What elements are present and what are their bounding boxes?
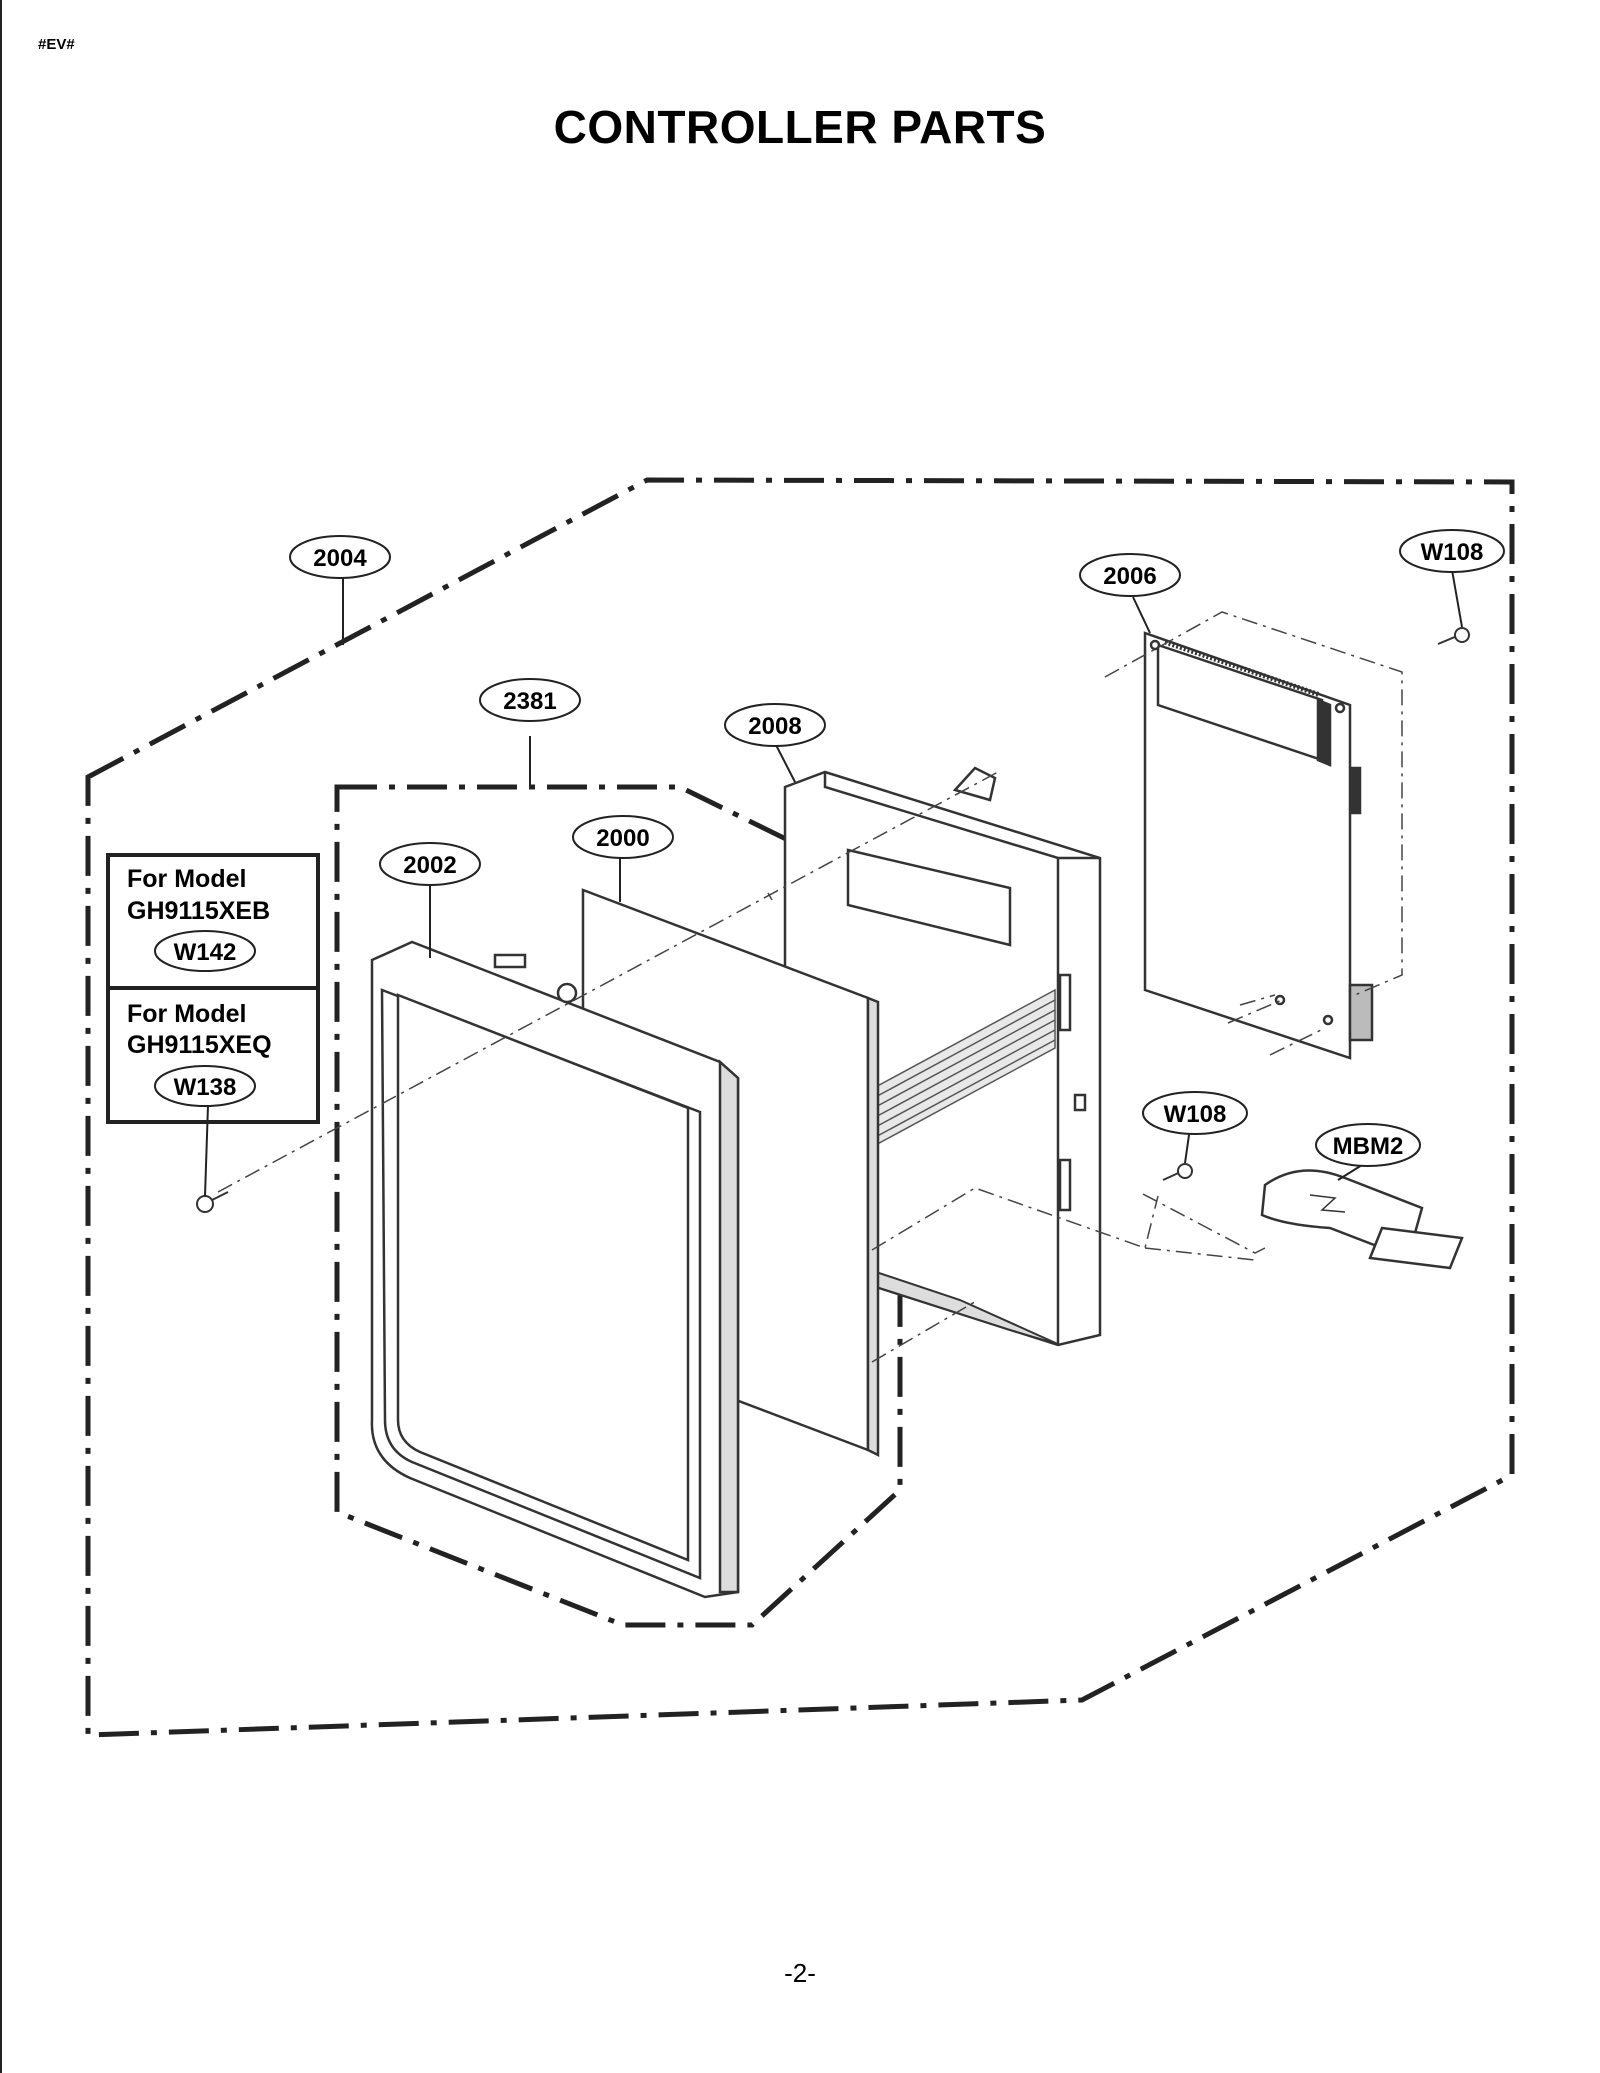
svg-text:2381: 2381: [503, 688, 556, 715]
model-b-line2: GH9115XEQ: [127, 1031, 272, 1059]
svg-text:2002: 2002: [403, 852, 456, 879]
page-title: CONTROLLER PARTS: [553, 101, 1047, 153]
svg-text:2006: 2006: [1103, 563, 1156, 590]
svg-text:MBM2: MBM2: [1333, 1133, 1404, 1160]
callout-2004: 2004: [289, 535, 391, 579]
svg-text:2000: 2000: [596, 825, 649, 852]
svg-text:2004: 2004: [313, 545, 367, 572]
model-option-box: [106, 853, 320, 1124]
callout-2002: 2002: [379, 842, 481, 886]
callout-2000: 2000: [572, 815, 674, 859]
leader-lines: [204, 569, 1463, 1197]
model-a-line2: GH9115XEB: [127, 897, 270, 925]
callout-2381: 2381: [479, 678, 581, 722]
page-number: -2-: [784, 1958, 816, 1988]
svg-text:2008: 2008: [748, 713, 801, 740]
svg-text:W138: W138: [174, 1074, 237, 1101]
assembly-boundary-2004: [85, 477, 1515, 1738]
callout-w108-top: W108: [1399, 529, 1505, 573]
front-frame-2002: [370, 940, 740, 1599]
callout-w142: W142: [154, 930, 256, 972]
page-edge-rule: [0, 0, 2, 2073]
subassembly-boundary-2381: [334, 784, 903, 1628]
assembly-lines: [217, 611, 1403, 1363]
callout-2008: 2008: [724, 703, 826, 747]
svg-text:W108: W108: [1421, 539, 1484, 566]
model-b-line1: For Model: [127, 1000, 246, 1028]
screw-w138: [196, 1191, 229, 1213]
connector-mbm2: [1260, 1169, 1464, 1270]
callout-w108-mid: W108: [1142, 1091, 1248, 1135]
document-code: #EV#: [38, 36, 75, 53]
callout-2006: 2006: [1079, 553, 1181, 597]
callout-w138: W138: [154, 1065, 256, 1107]
svg-text:W108: W108: [1164, 1101, 1227, 1128]
screw-w108-mid: [1162, 1163, 1193, 1181]
model-a-line1: For Model: [127, 865, 246, 893]
callout-mbm2: MBM2: [1315, 1123, 1421, 1167]
pcb-2006: [1143, 631, 1374, 1060]
svg-text:W142: W142: [174, 939, 237, 966]
screw-w108-top: [1437, 627, 1470, 645]
